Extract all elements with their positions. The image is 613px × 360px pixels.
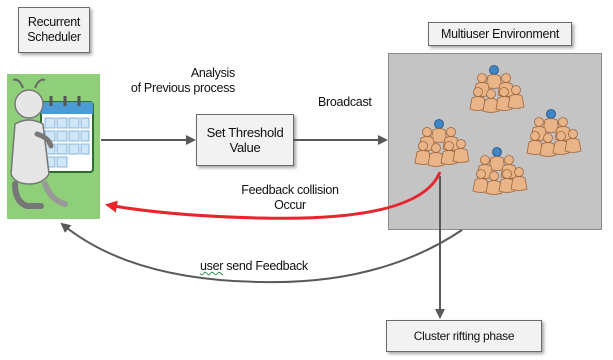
analysis-label: Analysis of Previous process — [130, 66, 235, 95]
user-feedback-arrow — [60, 222, 463, 284]
feedback-collision-label: Feedback collision Occur — [241, 183, 339, 212]
threshold-box: Set Threshold Value — [196, 114, 294, 166]
environment-title-box: Multiuser Environment — [428, 22, 572, 46]
scheduler-title-box: Recurrent Scheduler — [18, 7, 90, 53]
scheduler-panel — [7, 74, 100, 219]
feedback-collision-arrow — [105, 171, 442, 220]
send-feedback-text: send Feedback — [223, 259, 308, 273]
user-send-feedback-label: user send Feedback — [200, 259, 308, 274]
user-word: user — [200, 259, 224, 273]
broadcast-label: Broadcast — [318, 95, 372, 109]
calendar-person-icon — [10, 78, 94, 209]
cluster-phase-box: Cluster rifting phase — [386, 320, 542, 352]
environment-panel — [388, 53, 602, 230]
